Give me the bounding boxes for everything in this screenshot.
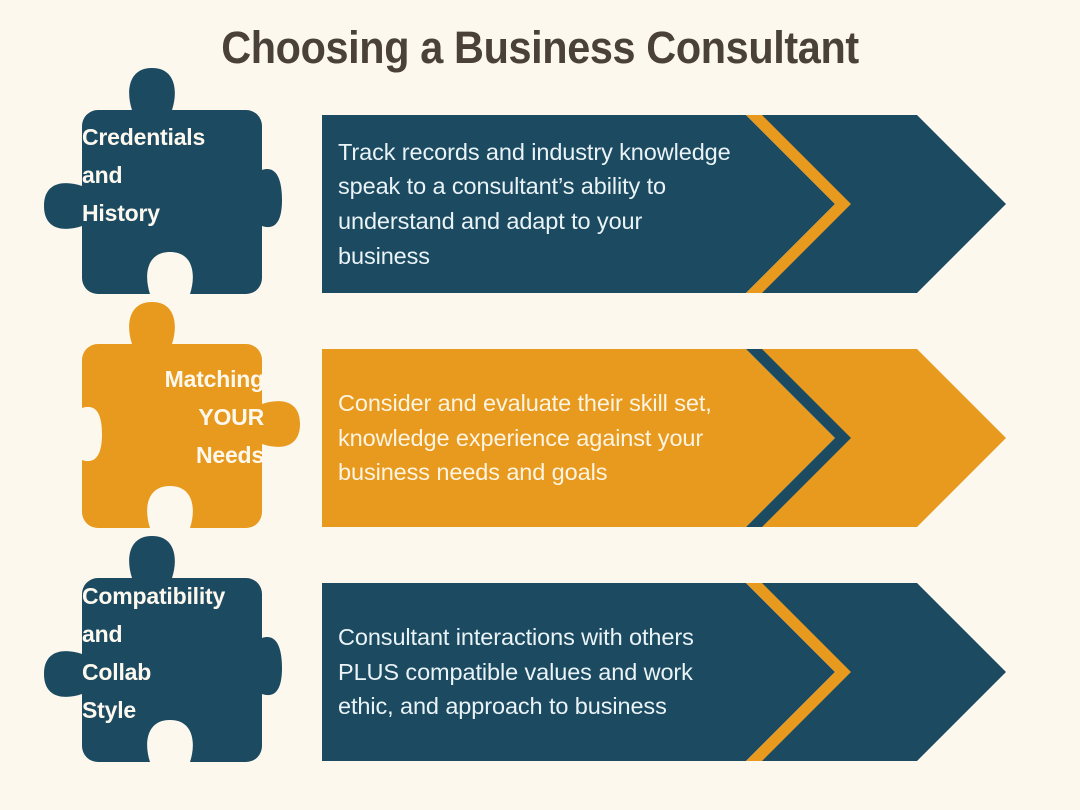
puzzle-piece-compatibility-and-collab-style[interactable]: Compatibility and Collab Style	[22, 530, 282, 770]
puzzle-shape-3	[44, 536, 282, 762]
puzzle-piece-credentials-and-history[interactable]: Credentials and History	[22, 62, 282, 302]
banner-credentials-and-history[interactable]: Track records and industry knowledge spe…	[322, 115, 1080, 293]
banner-shape-1	[322, 115, 1006, 293]
puzzle-path-2	[82, 302, 300, 528]
banner-matching-your-needs[interactable]: Consider and evaluate their skill set, k…	[322, 349, 1080, 527]
banner-arrow-3	[762, 583, 1006, 761]
step-row-matching-your-needs: Matching YOUR Needs Consider and evaluat…	[0, 296, 1080, 536]
banner-body-1	[322, 115, 835, 293]
banner-shape-2	[322, 349, 1006, 527]
puzzle-shape-2	[82, 302, 300, 528]
page-title: Choosing a Business Consultant	[221, 22, 859, 73]
step-row-compatibility-and-collab-style: Compatibility and Collab Style Consultan…	[0, 530, 1080, 770]
step-row-credentials-and-history: Credentials and History Track records an…	[0, 62, 1080, 302]
puzzle-shape-1	[44, 68, 282, 294]
puzzle-path-1	[44, 68, 282, 294]
puzzle-piece-matching-your-needs[interactable]: Matching YOUR Needs	[22, 296, 300, 536]
puzzle-path-3	[44, 536, 282, 762]
banner-arrow-2	[762, 349, 1006, 527]
banner-shape-3	[322, 583, 1006, 761]
banner-body-2	[322, 349, 835, 527]
banner-arrow-1	[762, 115, 1006, 293]
banner-body-3	[322, 583, 835, 761]
banner-compatibility-and-collab-style[interactable]: Consultant interactions with others PLUS…	[322, 583, 1006, 761]
